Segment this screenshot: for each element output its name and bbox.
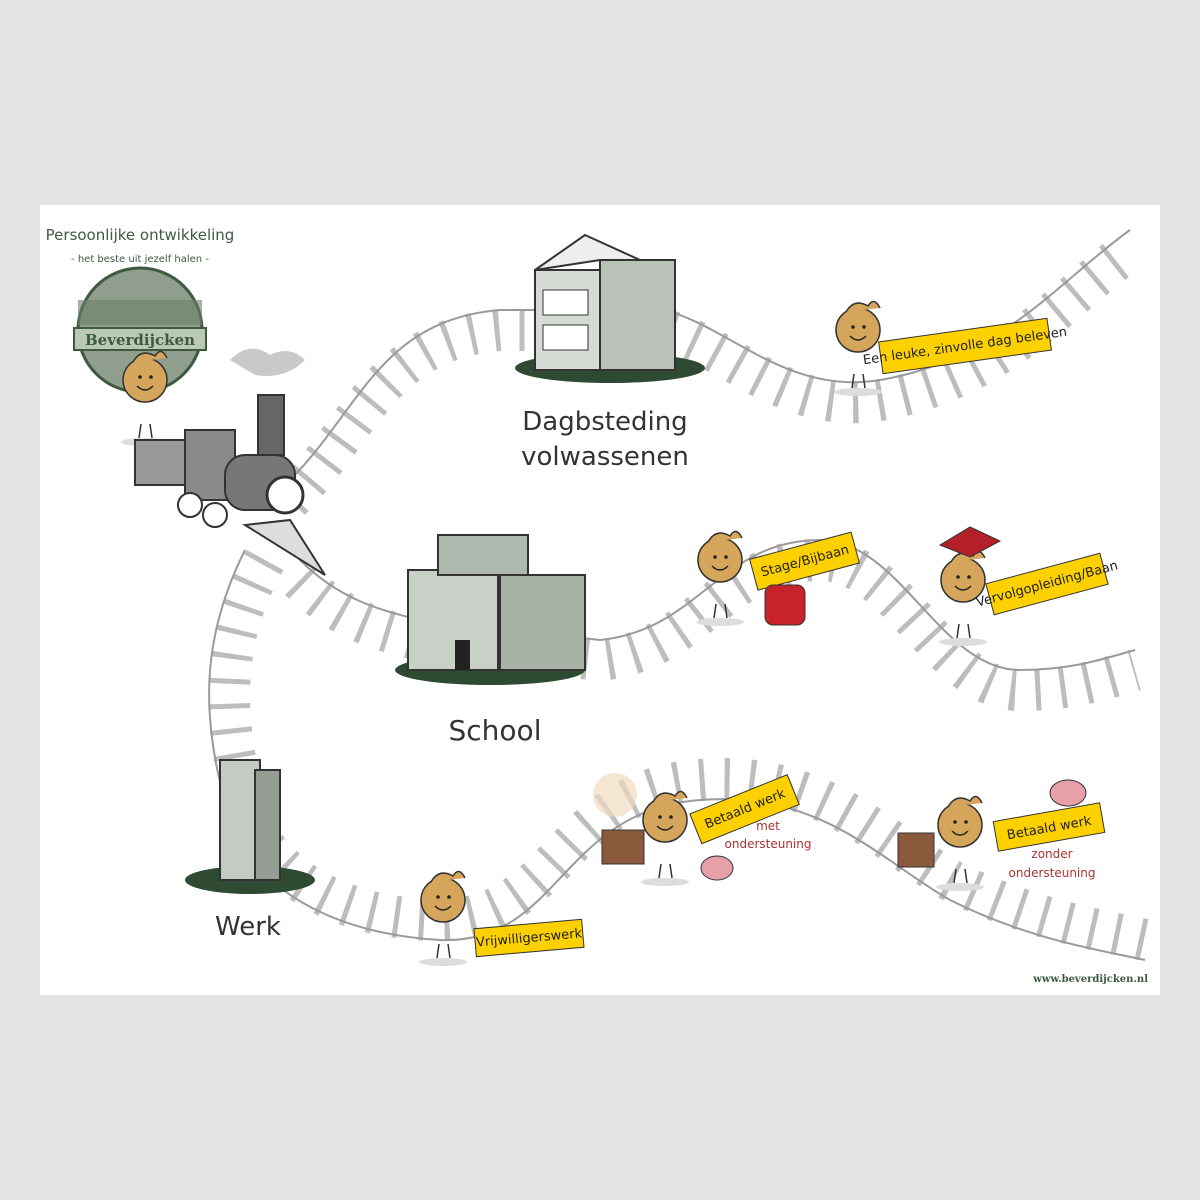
svg-text:ondersteuning: ondersteuning [1009, 866, 1096, 880]
dagbesteding-label-line2: volwassenen [521, 442, 689, 472]
briefcase-icon [601, 829, 645, 865]
backpack-icon [764, 584, 806, 626]
sign-vervolg: Vervolgopleiding/Baan [938, 526, 1120, 647]
illustration: Persoonlijke ontwikkeling - het beste ui… [46, 226, 1150, 985]
svg-text:Beverdijcken: Beverdijcken [85, 331, 195, 349]
poster-title: Persoonlijke ontwikkeling [46, 226, 235, 244]
school-building [395, 534, 586, 685]
sign-betaald-met: Betaald werk met ondersteuning [593, 773, 812, 887]
poster-subtitle: - het beste uit jezelf halen - [71, 254, 209, 265]
sign-vrijwillig: Vrijwilligerswerk [418, 870, 585, 967]
beverdijcken-logo: Beverdijcken [73, 266, 207, 394]
svg-text:zonder: zonder [1031, 847, 1072, 861]
steam-train [120, 348, 326, 576]
dagbesteding-building [515, 233, 705, 383]
svg-text:met: met [756, 819, 780, 833]
piggy-bank-icon [700, 855, 734, 881]
piggy-bank-icon [1049, 779, 1087, 807]
school-label: School [449, 714, 542, 747]
dagbesteding-label-line1: Dagbsteding [522, 407, 687, 437]
werk-label: Werk [215, 912, 281, 942]
briefcase-icon [897, 832, 935, 868]
svg-text:ondersteuning: ondersteuning [725, 837, 812, 851]
website-url: www.beverdijcken.nl [1032, 974, 1148, 985]
sign-betaald-zonder: Betaald werk zonder ondersteuning [897, 779, 1106, 892]
werk-building [185, 759, 315, 894]
graduation-cap-icon [938, 526, 1002, 558]
poster: Persoonlijke ontwikkeling - het beste ui… [40, 205, 1160, 995]
